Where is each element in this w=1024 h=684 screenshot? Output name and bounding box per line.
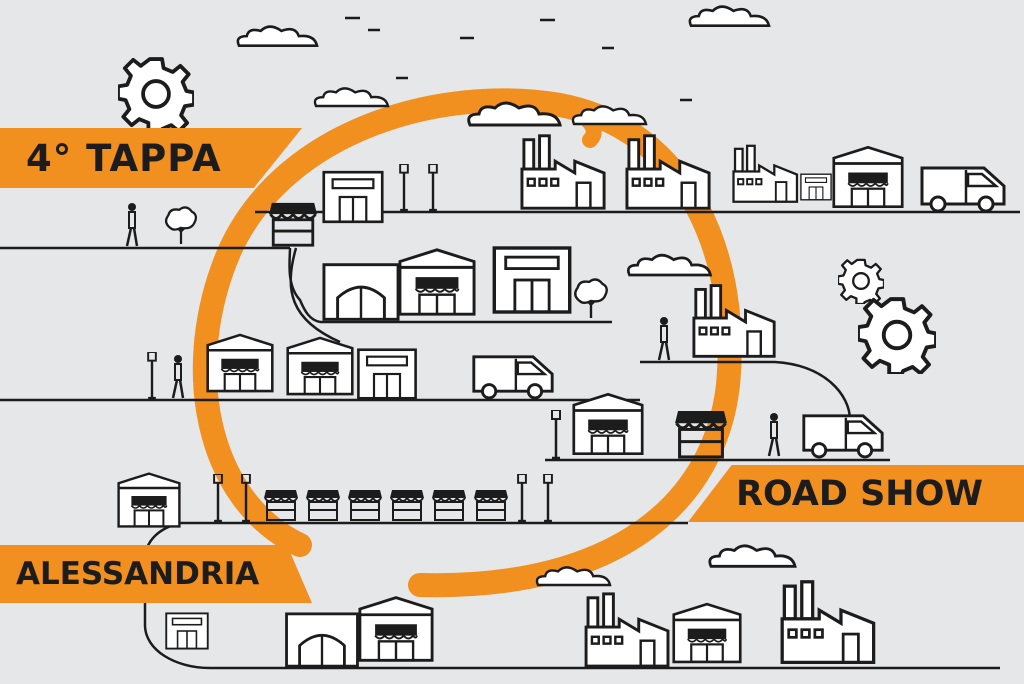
- city-title: ALESSANDRIA: [16, 556, 260, 592]
- row-3-buildings: [146, 333, 554, 400]
- gear-icon: [858, 297, 936, 374]
- gear-icon: [838, 258, 884, 304]
- stage-title: 4° TAPPA: [26, 136, 222, 180]
- event-banner: ROAD SHOW: [688, 465, 1024, 522]
- sky-dashes: [345, 16, 692, 102]
- row-5-buildings: [117, 472, 554, 528]
- city-banner: ALESSANDRIA: [0, 545, 312, 603]
- gear-icon: [118, 57, 194, 132]
- stage-banner: 4° TAPPA: [0, 128, 302, 188]
- row-2-buildings: [322, 248, 776, 362]
- event-title: ROAD SHOW: [736, 473, 983, 514]
